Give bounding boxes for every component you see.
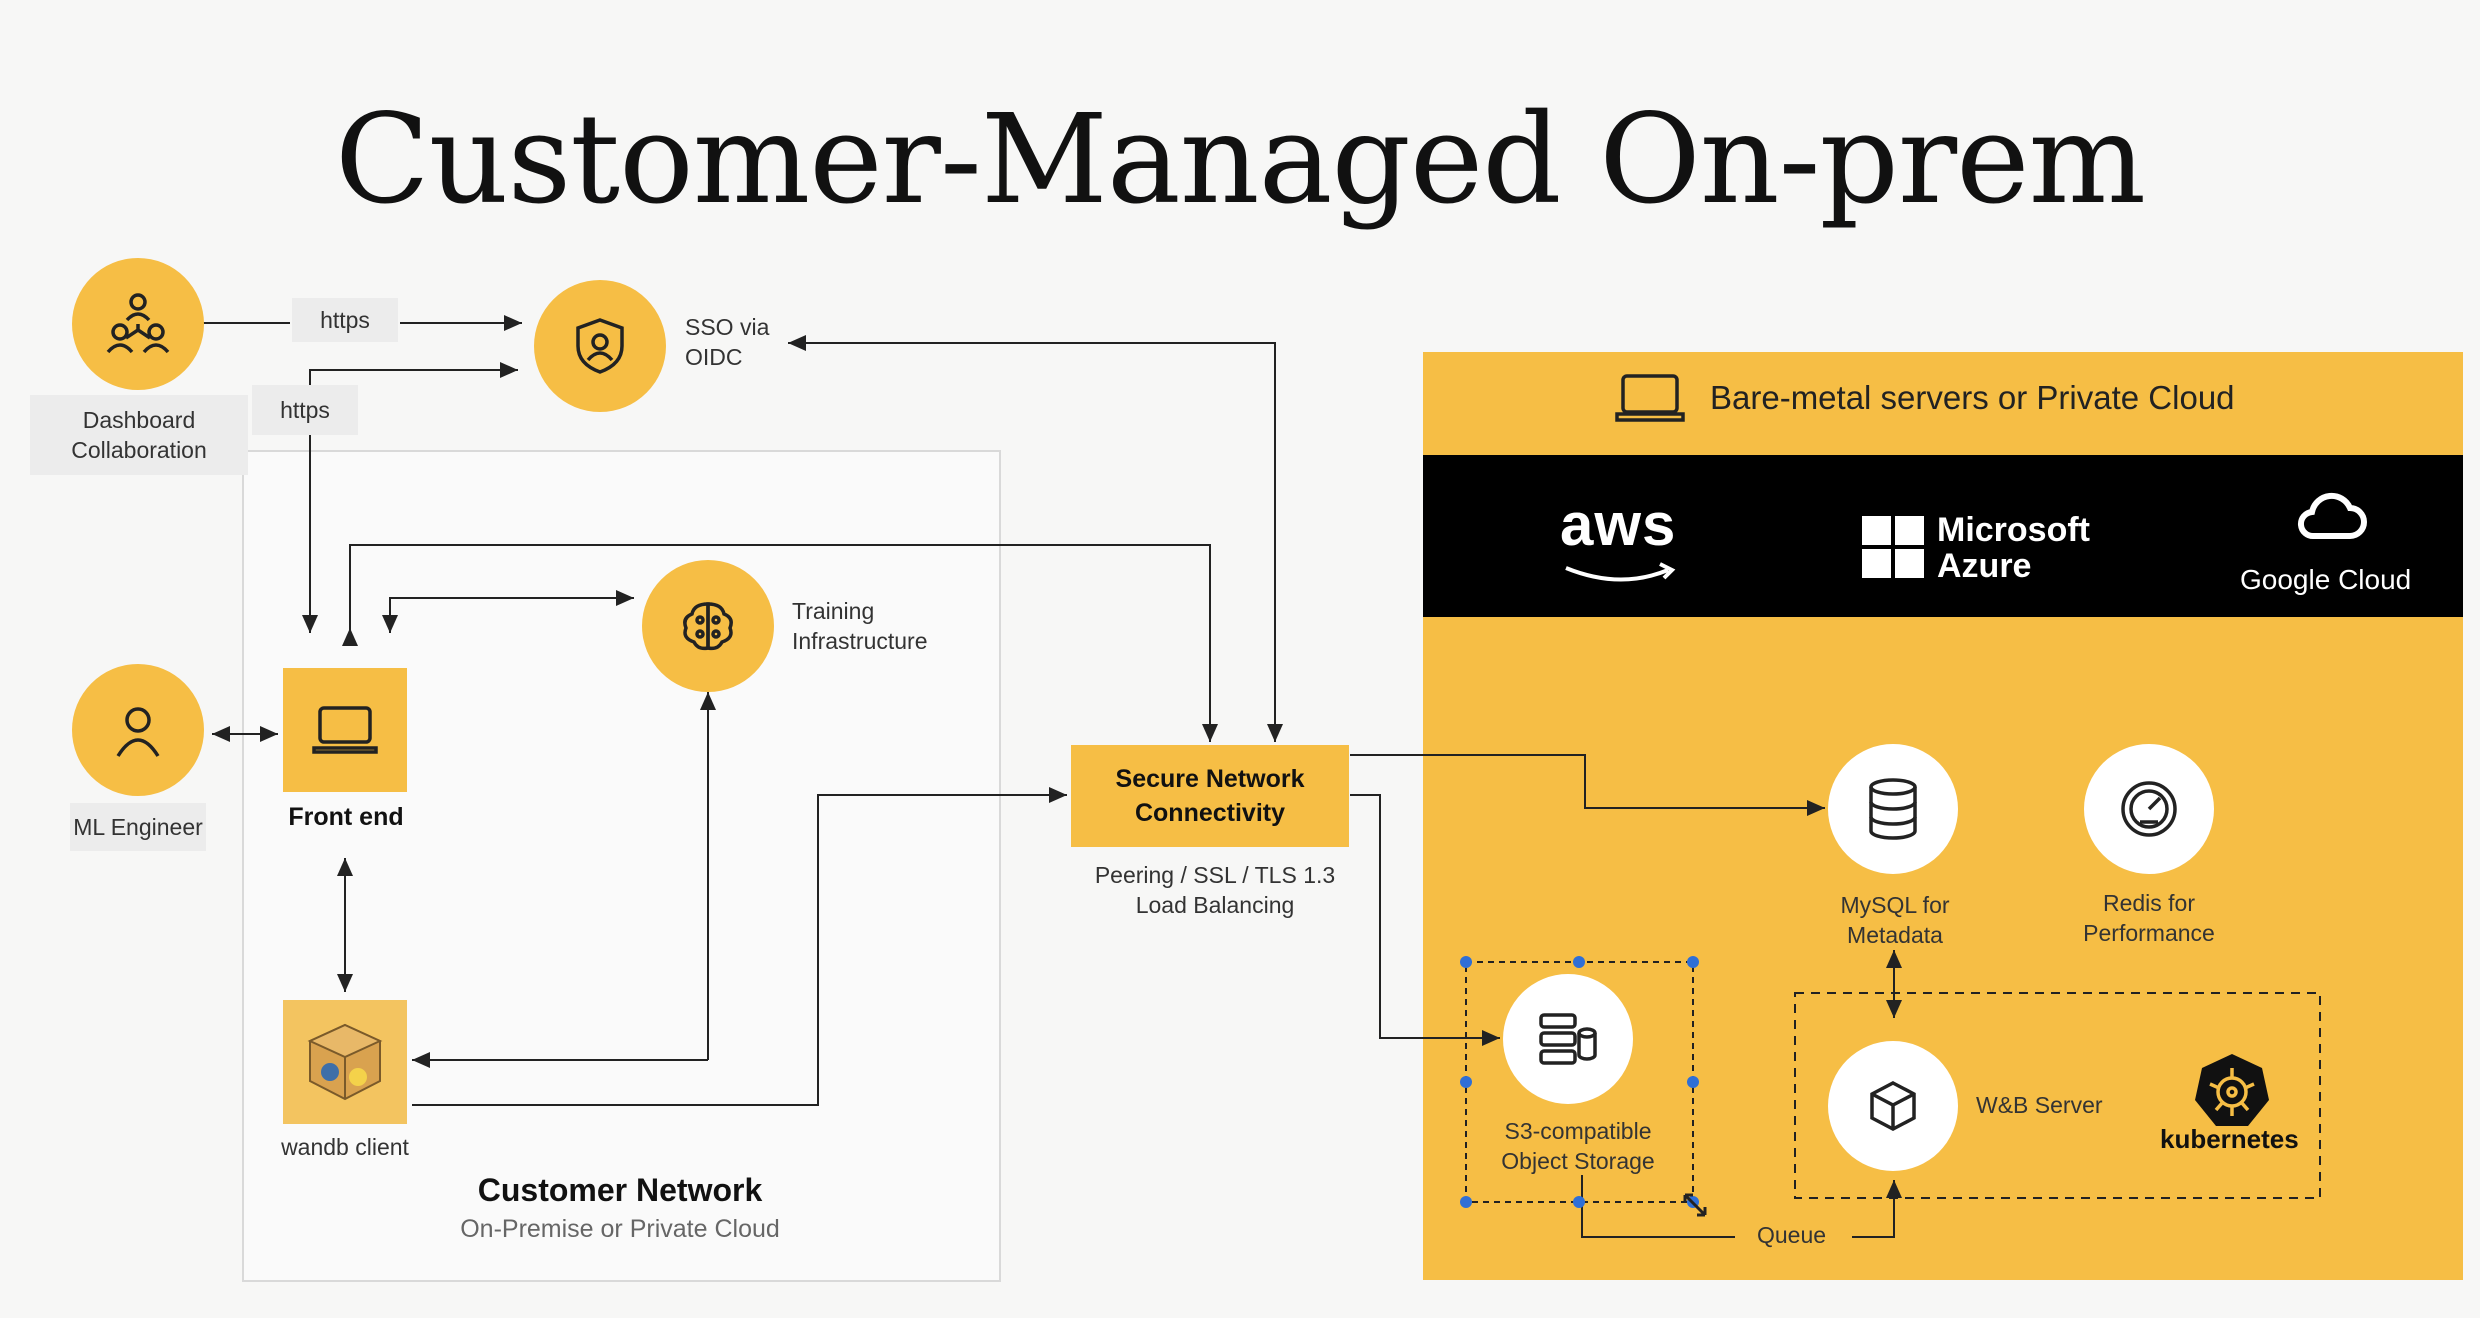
cloud-header-label: Bare-metal servers or Private Cloud bbox=[1710, 379, 2235, 416]
team-icon bbox=[106, 293, 170, 354]
page-title: Customer-Managed On-prem bbox=[334, 88, 2146, 232]
wandb-client-node bbox=[283, 1000, 407, 1124]
azure-logo-text: Microsoft Azure bbox=[1937, 511, 2090, 585]
sso-node bbox=[534, 280, 666, 412]
kubernetes-label: kubernetes bbox=[2160, 1124, 2299, 1154]
front-end-label: Front end bbox=[288, 803, 404, 831]
laptop-icon bbox=[1615, 374, 1685, 422]
https-tag-top: https bbox=[292, 298, 398, 342]
secure-network-title: Secure Network Connectivity bbox=[1115, 765, 1305, 827]
dashboard-label: Dashboard Collaboration bbox=[71, 407, 207, 463]
wandb-server-node bbox=[1828, 1041, 1958, 1171]
aws-logo: aws bbox=[1560, 491, 1677, 558]
mysql-label: MySQL for Metadata bbox=[1840, 892, 1950, 948]
laptop-icon bbox=[312, 706, 378, 754]
microsoft-logo-icon bbox=[1862, 516, 1924, 578]
wandb-server-label: W&B Server bbox=[1976, 1092, 2103, 1118]
secure-network-node: Secure Network Connectivity bbox=[1071, 745, 1349, 847]
python-package-icon bbox=[307, 1023, 383, 1101]
resize-cursor-icon bbox=[1683, 1193, 1707, 1217]
s3-storage-node[interactable] bbox=[1503, 974, 1633, 1104]
customer-network-box bbox=[242, 450, 1001, 1282]
database-icon bbox=[1869, 778, 1917, 840]
redis-node bbox=[2084, 744, 2214, 874]
storage-server-icon bbox=[1539, 1013, 1597, 1065]
training-infrastructure-node bbox=[642, 560, 774, 692]
customer-network-subtitle: On-Premise or Private Cloud bbox=[460, 1215, 780, 1243]
speedometer-icon bbox=[2121, 781, 2177, 837]
google-cloud-text: Google Cloud bbox=[2240, 564, 2412, 595]
aws-smile-icon bbox=[1565, 562, 1676, 582]
user-icon bbox=[116, 707, 160, 757]
front-end-node bbox=[283, 668, 407, 792]
customer-network-title: Customer Network bbox=[477, 1172, 763, 1208]
cloud-provider-bar bbox=[1423, 455, 2463, 617]
kubernetes-icon bbox=[2195, 1054, 2269, 1126]
shield-user-icon bbox=[576, 318, 624, 374]
dashboard-collaboration-node bbox=[72, 258, 204, 390]
ml-engineer-node bbox=[72, 664, 204, 796]
wandb-client-label: wandb client bbox=[281, 1134, 409, 1160]
brain-chip-icon bbox=[683, 602, 733, 651]
s3-label: S3-compatible Object Storage bbox=[1501, 1118, 1655, 1174]
redis-label: Redis for Performance bbox=[2083, 890, 2215, 946]
dashboard-label-tag: Dashboard Collaboration bbox=[30, 395, 248, 475]
https-tag-bottom: https bbox=[252, 385, 358, 435]
ml-engineer-label: ML Engineer bbox=[70, 803, 206, 851]
training-label: Training Infrastructure bbox=[792, 598, 928, 654]
mysql-node bbox=[1828, 744, 1958, 874]
google-cloud-icon bbox=[2298, 492, 2367, 540]
secure-network-detail: Peering / SSL / TLS 1.3 Load Balancing bbox=[1094, 862, 1336, 918]
queue-label: Queue bbox=[1757, 1222, 1827, 1248]
cube-icon bbox=[1870, 1081, 1916, 1131]
sso-label: SSO via OIDC bbox=[685, 314, 770, 370]
